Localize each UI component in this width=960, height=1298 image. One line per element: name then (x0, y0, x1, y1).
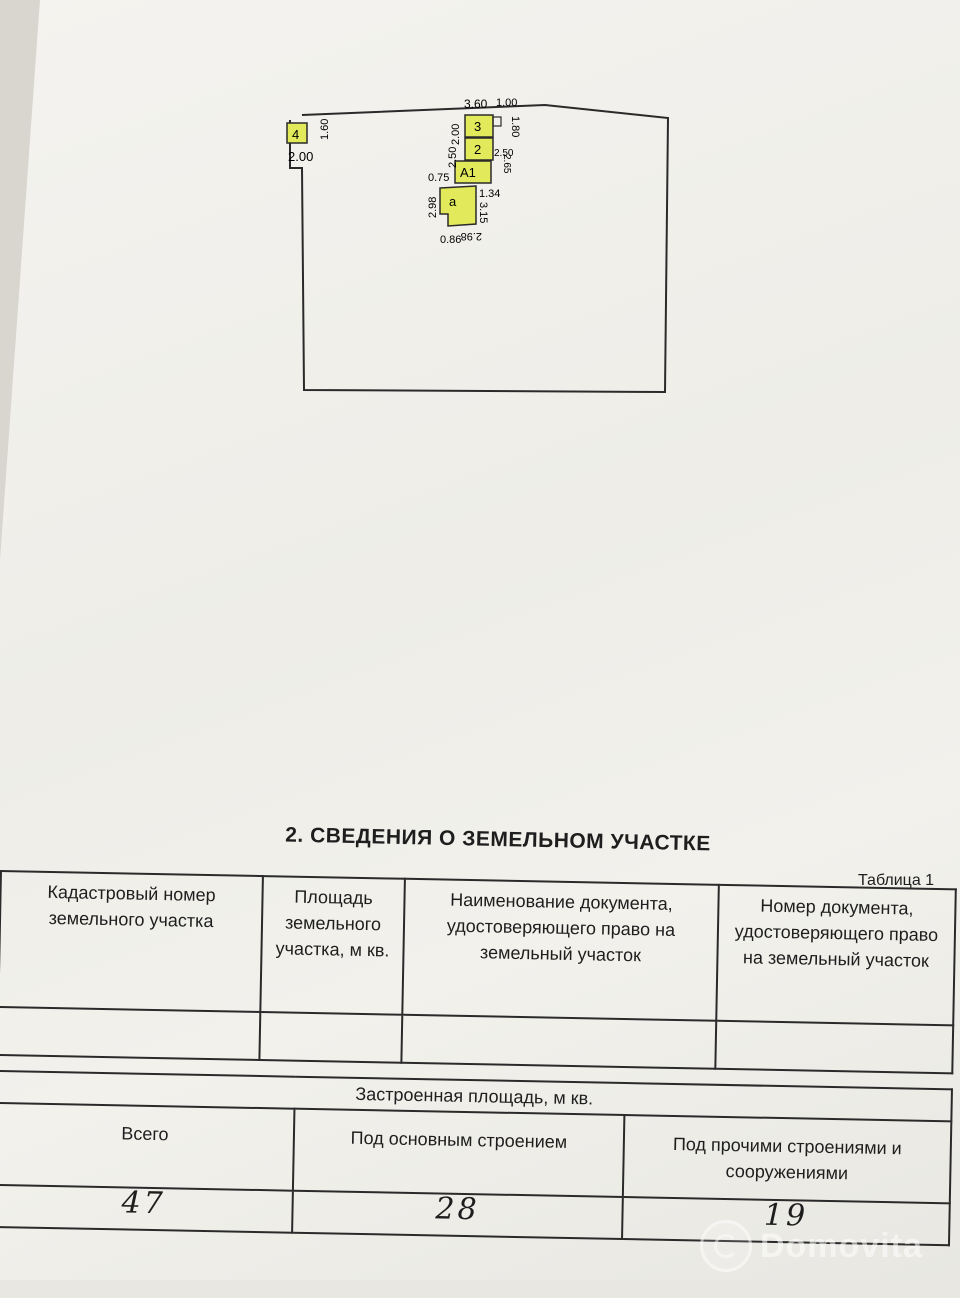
cell-document-name (401, 1014, 717, 1069)
dim-bottom: 2.98 (461, 230, 482, 242)
header-document-name: Наименование документа, удостоверяющего … (402, 878, 719, 1021)
watermark-text: Domovita (760, 1226, 923, 1265)
dim-1-80: 1.80 (509, 116, 521, 137)
dim-2-00-left: 2.00 (288, 149, 313, 164)
dim-0-75: 0.75 (428, 172, 449, 184)
value-main-building: 28 (435, 1191, 480, 1228)
dim-2-00-vertical: 2.00 (450, 124, 462, 145)
table-caption: Таблица 1 (858, 872, 935, 889)
header-cadastral-number: Кадастровый номер земельного участка (0, 871, 263, 1013)
porch (492, 116, 502, 127)
label-room-2: 2 (474, 142, 481, 157)
header-plot-area: Площадь земельного участка, м кв. (260, 876, 405, 1015)
building-2 (464, 137, 494, 161)
building-4 (286, 122, 308, 144)
cell-document-number (715, 1020, 954, 1074)
value-total-cell: 47 (0, 1184, 293, 1233)
dim-1-00: 1.00 (496, 97, 517, 109)
dim-1-60: 1.60 (319, 119, 331, 140)
value-total: 47 (121, 1185, 167, 1222)
header-main-building: Под основным строением (292, 1108, 625, 1198)
site-plan: 4 1.60 2.00 3 2 А1 а 3.60 1.00 1.80 2.00… (286, 97, 670, 394)
land-plot-table: Кадастровый номер земельного участка Пло… (0, 870, 957, 1074)
header-total: Всего (0, 1102, 295, 1191)
dim-3-15: 3.15 (477, 202, 489, 223)
cell-cadastral-number (0, 1006, 261, 1061)
plot-boundary (289, 103, 670, 394)
building-a1 (454, 160, 492, 184)
dim-2-50-a: 2.50 (447, 147, 459, 168)
header-other-buildings: Под прочими строениями и сооружениями (622, 1115, 952, 1204)
dim-1-34: 1.34 (479, 188, 500, 200)
label-room-a: а (449, 194, 457, 209)
label-room-a1: А1 (460, 165, 476, 180)
watermark-logo-icon (700, 1220, 752, 1272)
value-main-cell: 28 (292, 1190, 623, 1240)
building-a (439, 185, 477, 227)
dim-2-65: 2.65 (501, 154, 512, 174)
dim-0-86: 0.86 (440, 234, 461, 246)
dim-2-98: 2.98 (427, 197, 439, 218)
label-room-3: 3 (474, 119, 481, 134)
header-document-number: Номер документа, удостоверяющего право н… (716, 884, 956, 1026)
dim-3-60: 3.60 (464, 97, 488, 111)
cell-plot-area (259, 1012, 403, 1063)
watermark: Domovita (700, 1218, 923, 1274)
dim-2-50-b: 2.50 (494, 148, 514, 159)
label-room-4: 4 (292, 127, 299, 142)
